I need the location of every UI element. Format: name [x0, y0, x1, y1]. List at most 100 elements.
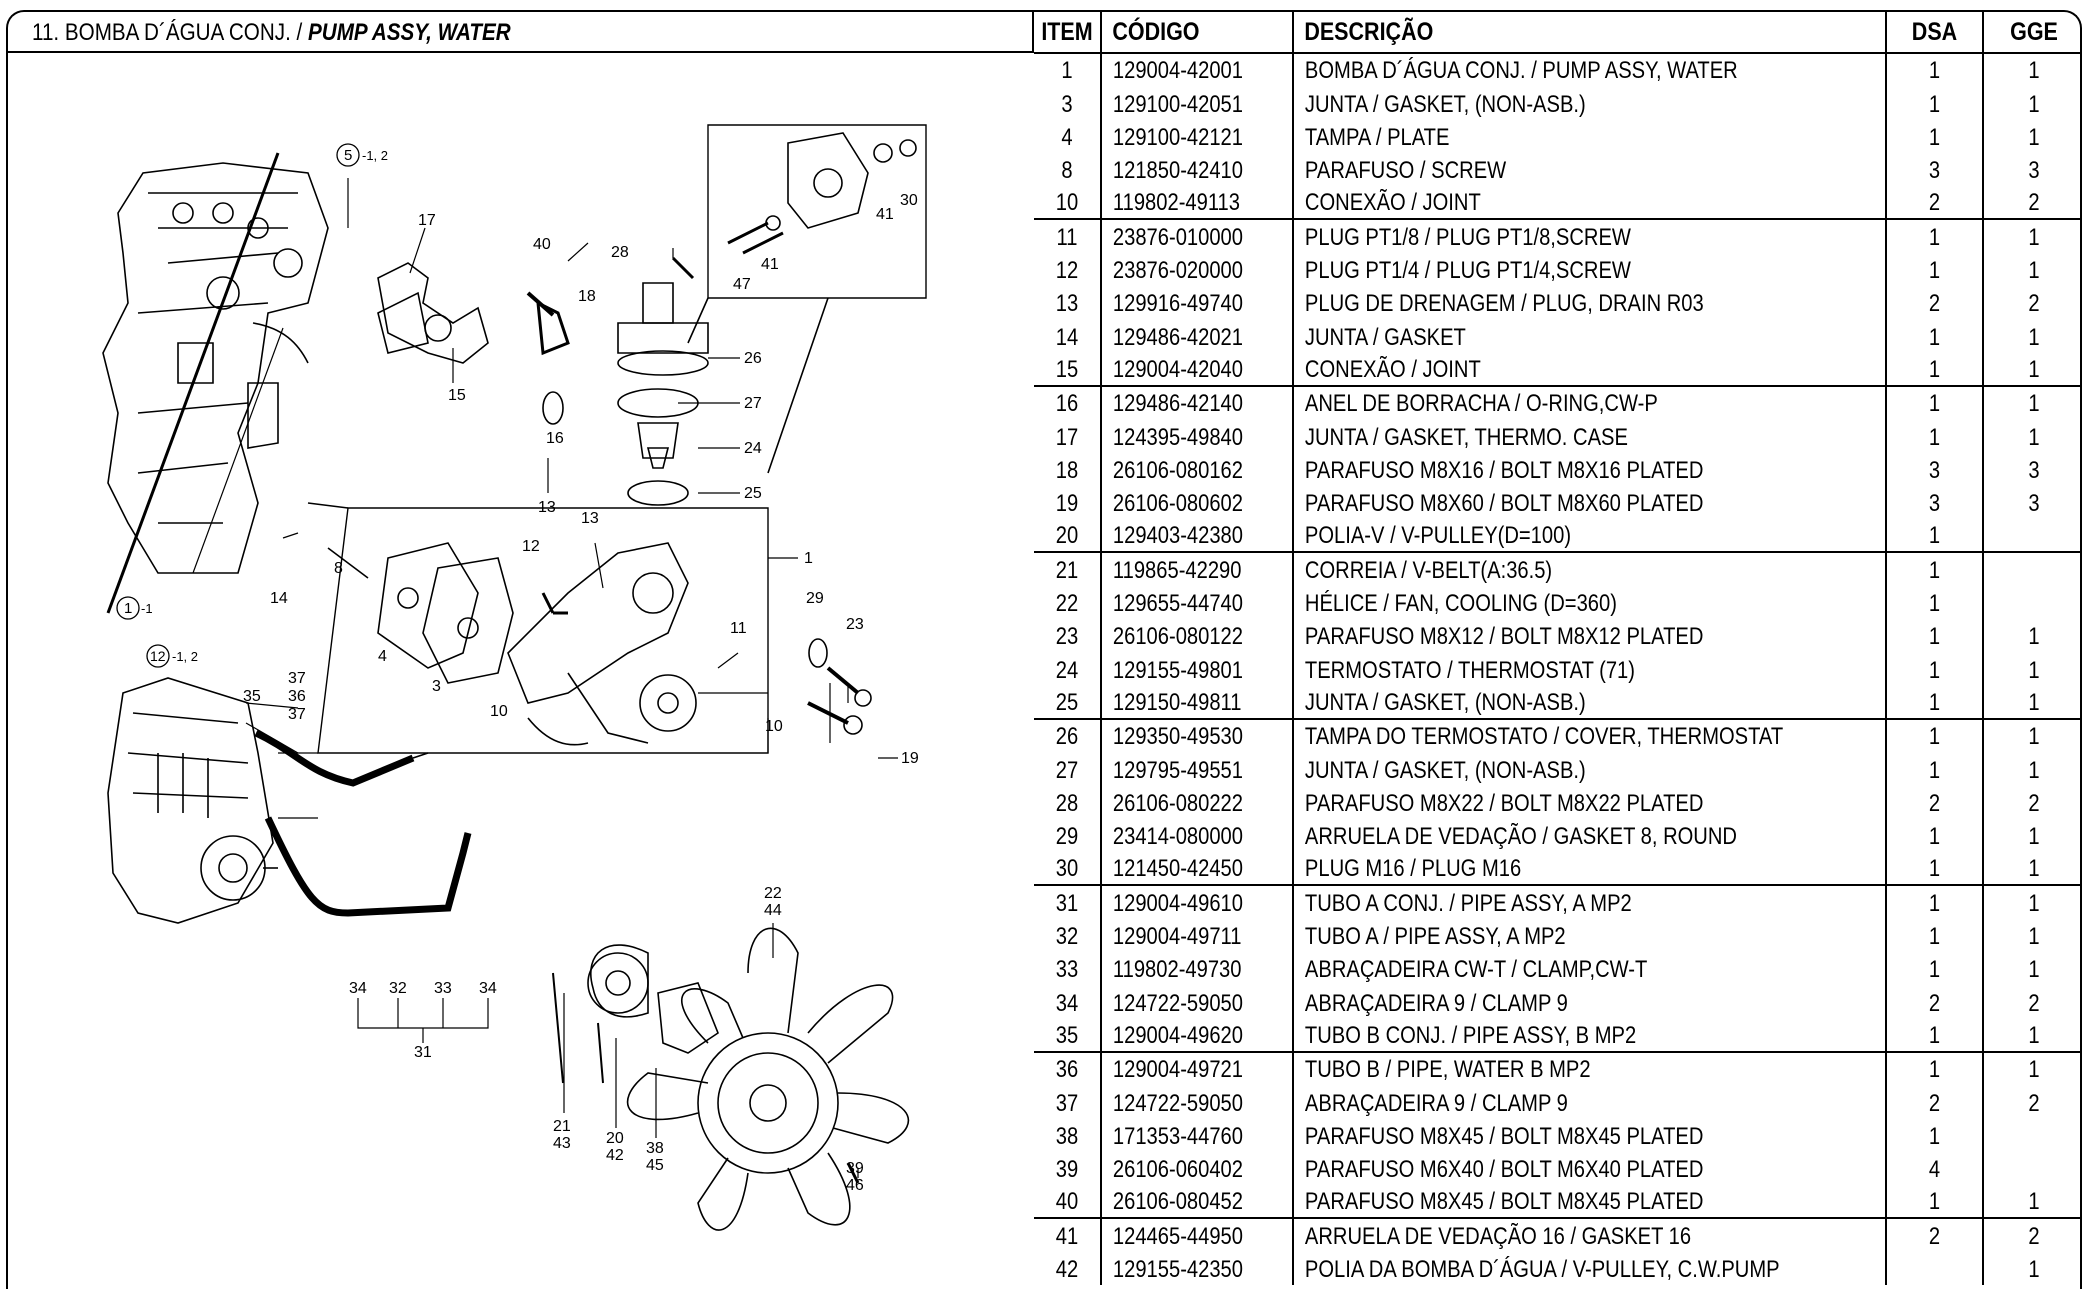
description-cell: ARRUELA DE VEDAÇÃO / GASKET 8, ROUND	[1292, 818, 1886, 853]
dsa-cell: 1	[1885, 86, 1983, 120]
svg-text:21: 21	[553, 1118, 571, 1135]
description-cell: CONEXÃO / JOINT	[1292, 352, 1886, 387]
item-cell: 29	[1055, 823, 1079, 851]
svg-text:40: 40	[533, 236, 551, 253]
svg-text:17: 17	[418, 212, 436, 229]
code-cell: 23876-010000	[1100, 219, 1293, 253]
dsa-cell: 1	[1885, 319, 1983, 353]
gge-cell: 1	[1982, 86, 2080, 120]
description-cell: TUBO B CONJ. / PIPE ASSY, B MP2	[1292, 1018, 1886, 1053]
svg-text:26: 26	[744, 350, 762, 367]
code-cell: 129403-42380	[1100, 519, 1293, 554]
svg-text:41: 41	[761, 256, 779, 273]
gge-cell: 1	[1982, 1251, 2080, 1285]
section-title-en: PUMP ASSY, WATER	[308, 19, 511, 46]
item-cell: 35	[1034, 1018, 1101, 1053]
item-cell: 17	[1055, 423, 1079, 451]
code-cell: 129486-42021	[1100, 319, 1293, 353]
item-cell: 41	[1055, 1222, 1079, 1250]
fan-pulley-drawing	[552, 927, 909, 1231]
dsa-cell: 2	[1885, 1085, 1983, 1119]
code-cell: 129004-49711	[1100, 918, 1293, 953]
description-cell: TAMPA / PLATE	[1292, 119, 1886, 153]
dsa-cell: 1	[1885, 885, 1983, 919]
gge-cell: 1	[1982, 1051, 2080, 1086]
code-cell: 119802-49113	[1100, 186, 1293, 221]
code-cell: 26106-080452	[1100, 1185, 1293, 1220]
code-cell: 129655-44740	[1100, 585, 1293, 620]
item-cell: 20	[1034, 519, 1101, 554]
svg-text:13: 13	[538, 499, 556, 516]
code-cell: 124465-44950	[1100, 1218, 1293, 1252]
svg-text:10: 10	[490, 703, 508, 720]
svg-text:22: 22	[764, 885, 782, 902]
code-cell: 129916-49740	[1100, 286, 1293, 320]
dsa-cell: 1	[1885, 352, 1983, 387]
gge-cell: 1	[1982, 852, 2080, 887]
svg-text:20: 20	[606, 1130, 624, 1147]
svg-text:4: 4	[378, 648, 387, 665]
dsa-cell: 1	[1885, 652, 1983, 686]
bolts-drawing	[526, 291, 872, 735]
item-cell: 31	[1055, 889, 1079, 917]
svg-text:33: 33	[434, 980, 452, 997]
svg-text:30: 30	[900, 192, 918, 209]
gge-cell: 1	[1982, 918, 2080, 953]
gge-cell	[1982, 1151, 2080, 1186]
leader-lines	[245, 178, 898, 1178]
svg-text:13: 13	[581, 510, 599, 527]
gge-cell: 3	[1982, 452, 2080, 486]
item-cell: 15	[1034, 352, 1101, 387]
dsa-cell: 1	[1885, 619, 1983, 653]
gge-cell: 1	[1982, 53, 2080, 87]
description-cell: PARAFUSO M6X40 / BOLT M6X40 PLATED	[1292, 1151, 1886, 1186]
item-cell: 8	[1061, 157, 1073, 185]
gge-cell: 1	[1982, 685, 2080, 720]
svg-text:23: 23	[846, 616, 864, 633]
description-cell: HÉLICE / FAN, COOLING (D=360)	[1292, 585, 1886, 620]
item-cell: 37	[1055, 1089, 1079, 1117]
svg-text:25: 25	[744, 485, 762, 502]
svg-text:12: 12	[150, 648, 166, 664]
svg-text:10: 10	[765, 718, 783, 735]
description-cell: POLIA DA BOMBA D´ÁGUA / V-PULLEY, C.W.PU…	[1292, 1251, 1886, 1285]
gge-cell: 2	[1982, 985, 2080, 1019]
gge-cell: 2	[1982, 286, 2080, 320]
code-cell: 26106-080162	[1100, 452, 1293, 486]
item-cell: 19	[1055, 490, 1079, 518]
description-cell: PARAFUSO M8X60 / BOLT M8X60 PLATED	[1292, 485, 1886, 520]
item-cell: 4	[1061, 123, 1073, 151]
description-cell: TUBO A CONJ. / PIPE ASSY, A MP2	[1292, 885, 1886, 919]
dsa-cell: 1	[1885, 952, 1983, 986]
description-cell: JUNTA / GASKET, (NON-ASB.)	[1292, 86, 1886, 120]
item-cell: 11	[1056, 223, 1078, 251]
item-cell: 13	[1055, 290, 1079, 318]
dsa-cell: 2	[1885, 286, 1983, 320]
gge-cell: 1	[1982, 885, 2080, 919]
dsa-cell: 1	[1885, 53, 1983, 87]
code-cell: 129155-42350	[1100, 1251, 1293, 1285]
gge-cell: 3	[1982, 485, 2080, 520]
code-cell: 121450-42450	[1100, 852, 1293, 887]
gge-cell	[1982, 552, 2080, 586]
description-cell: PARAFUSO M8X45 / BOLT M8X45 PLATED	[1292, 1118, 1886, 1152]
thermo-case-drawing	[377, 262, 570, 425]
svg-text:35: 35	[243, 688, 261, 705]
code-cell: 26106-080222	[1100, 785, 1293, 819]
code-cell: 129004-49620	[1100, 1018, 1293, 1053]
description-cell: TAMPA DO TERMOSTATO / COVER, THERMOSTAT	[1292, 718, 1886, 753]
code-cell: 26106-080602	[1100, 485, 1293, 520]
col-header-dsa: DSA	[1885, 12, 1983, 54]
